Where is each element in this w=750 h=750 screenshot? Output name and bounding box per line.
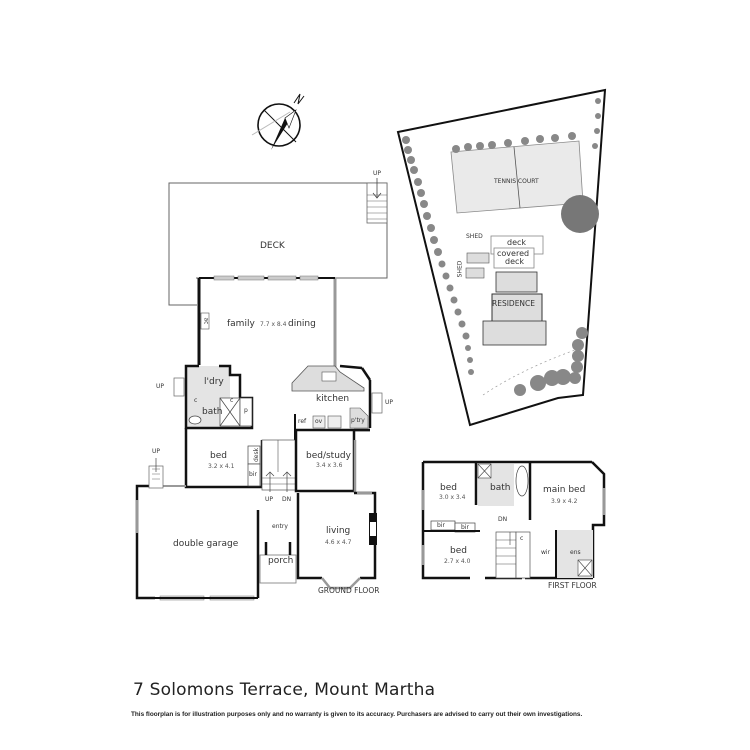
property-address-title: 7 Solomons Terrace, Mount Martha — [133, 680, 436, 700]
fixture-ac: ac — [202, 317, 210, 325]
room-label-double-garage: double garage — [173, 539, 239, 549]
fixture-p: p — [244, 407, 248, 414]
fixture-pantry: p'try — [351, 417, 365, 424]
fixture-ref: ref — [298, 418, 307, 425]
room-label-family: family — [227, 319, 255, 329]
room-label-main-bed: main bed — [543, 485, 586, 495]
ground-floor-plan — [135, 178, 388, 601]
room-label-living: living — [326, 526, 351, 536]
room-label-upstairs-bath: bath — [490, 483, 511, 493]
room-label-bed: bed — [210, 451, 227, 461]
room-label-bed-2: bed — [450, 546, 467, 556]
room-label-laundry: l'dry — [204, 377, 224, 387]
site-label-shed-1: SHED — [466, 233, 483, 240]
garage-stair-up-label: UP — [152, 448, 161, 455]
disclaimer-text: This floorplan is for illustration purpo… — [131, 711, 583, 718]
site-label-tennis-court: TENNIS COURT — [494, 178, 539, 185]
site-label-shed-2: SHED — [456, 260, 464, 278]
room-dimension-family: 7.7 x 8.4 — [260, 321, 287, 328]
laundry-stair-up-label: UP — [156, 383, 165, 390]
fixture-bir: bir — [249, 471, 257, 478]
kitchen-stair-up-label: UP — [385, 399, 394, 406]
fixture-oven: ov — [315, 418, 323, 425]
first-floor-label: FIRST FLOOR — [548, 581, 597, 590]
room-label-bath: bath — [202, 407, 223, 417]
room-dimension-bed-2: 2.7 x 4.0 — [444, 558, 471, 565]
site-label-deck: deck — [507, 238, 527, 247]
site-label-covered-deck-line2: deck — [505, 257, 525, 266]
room-dimension-bed-1: 3.0 x 3.4 — [439, 494, 466, 501]
room-label-bed-1: bed — [440, 483, 457, 493]
fixture-cupboard-2: c — [230, 397, 234, 404]
fixture-cupboard-1: c — [194, 397, 198, 404]
north-arrow-compass-icon — [251, 93, 305, 150]
fixture-bir-2: bir — [461, 524, 469, 531]
room-label-entry: entry — [272, 523, 288, 530]
fixture-desk: desk — [253, 447, 261, 463]
stair-down-label: DN — [282, 496, 292, 503]
fixture-wir: wir — [541, 549, 551, 556]
first-floor-plan — [421, 460, 606, 580]
fixture-cupboard-upstairs: c — [520, 535, 524, 542]
room-dimension-main-bed: 3.9 x 4.2 — [551, 498, 578, 505]
room-dimension-bed: 3.2 x 4.1 — [208, 463, 235, 470]
room-dimension-bed-study: 3.4 x 3.6 — [316, 462, 343, 469]
upstairs-stair-down-label: DN — [498, 516, 508, 523]
ground-floor-label: GROUND FLOOR — [318, 586, 380, 595]
fixture-ens: ens — [570, 549, 581, 556]
room-label-bed-study: bed/study — [306, 451, 351, 461]
deck-stair-up-label: UP — [373, 170, 382, 177]
room-label-deck: DECK — [260, 241, 285, 251]
room-dimension-living: 4.6 x 4.7 — [325, 539, 352, 546]
site-label-covered-deck-line1: covered — [497, 249, 530, 258]
fixture-bir-1: bir — [437, 522, 445, 529]
room-label-kitchen: kitchen — [316, 394, 350, 404]
site-label-residence: RESIDENCE — [492, 299, 536, 308]
stair-up-label: UP — [265, 496, 274, 503]
room-label-dining: dining — [288, 319, 316, 329]
site-plan — [396, 88, 607, 427]
room-label-porch: porch — [268, 556, 294, 566]
